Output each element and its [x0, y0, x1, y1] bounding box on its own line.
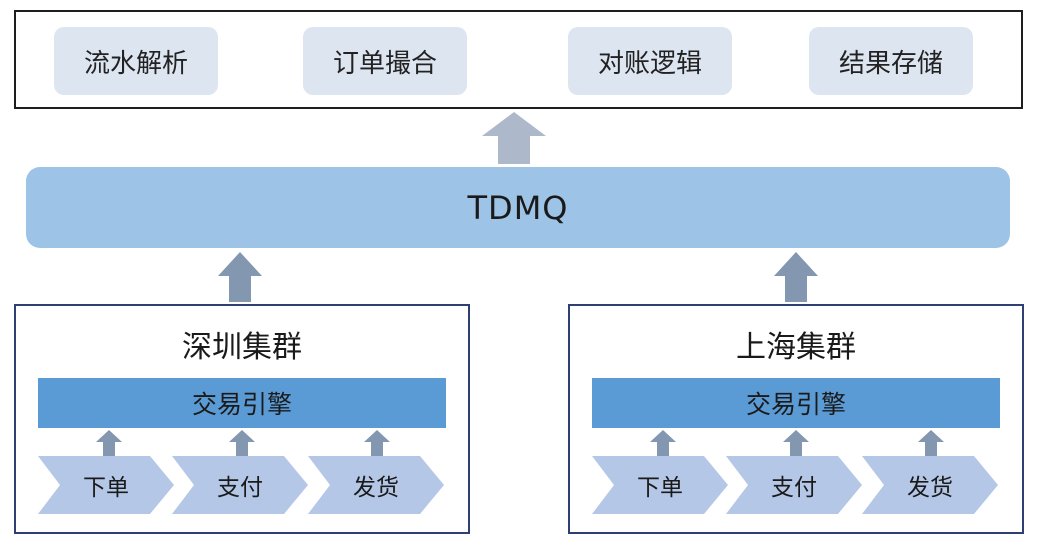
arrow-up-small-icon — [783, 430, 809, 456]
step-label: 下单 — [637, 475, 683, 501]
step-place-order: 下单 — [38, 456, 174, 514]
arrow-up-small-icon — [918, 430, 944, 456]
step-label: 支付 — [771, 475, 817, 501]
step-payment: 支付 — [726, 456, 862, 514]
module-flow-parsing: 流水解析 — [54, 27, 218, 95]
trading-engine: 交易引擎 — [38, 378, 446, 428]
cluster-shenzhen: 深圳集群 交易引擎 下单 支付 发货 — [14, 304, 470, 534]
module-order-matching: 订单撮合 — [303, 27, 467, 95]
step-label: 发货 — [353, 475, 399, 501]
arrow-up-small-icon — [229, 430, 255, 456]
module-result-storage: 结果存储 — [809, 27, 973, 95]
arrow-up-small-icon — [96, 430, 122, 456]
cluster-shanghai: 上海集群 交易引擎 下单 支付 发货 — [568, 304, 1024, 534]
arrow-up-to-apps-icon — [482, 112, 546, 164]
step-payment: 支付 — [172, 456, 308, 514]
step-shipping: 发货 — [862, 456, 998, 514]
step-label: 支付 — [217, 475, 263, 501]
module-reconciliation: 对账逻辑 — [568, 27, 732, 95]
arrow-up-shenzhen-icon — [218, 252, 262, 302]
arrow-up-small-icon — [650, 430, 676, 456]
step-shipping: 发货 — [308, 456, 444, 514]
step-label: 下单 — [83, 475, 129, 501]
tdmq-bar: TDMQ — [26, 167, 1010, 248]
cluster-title: 上海集群 — [736, 330, 856, 365]
trading-engine: 交易引擎 — [592, 378, 1000, 428]
step-label: 发货 — [907, 475, 953, 501]
cluster-title: 深圳集群 — [182, 330, 302, 365]
step-place-order: 下单 — [592, 456, 728, 514]
arrow-up-small-icon — [364, 430, 390, 456]
arrow-up-shanghai-icon — [774, 252, 818, 302]
